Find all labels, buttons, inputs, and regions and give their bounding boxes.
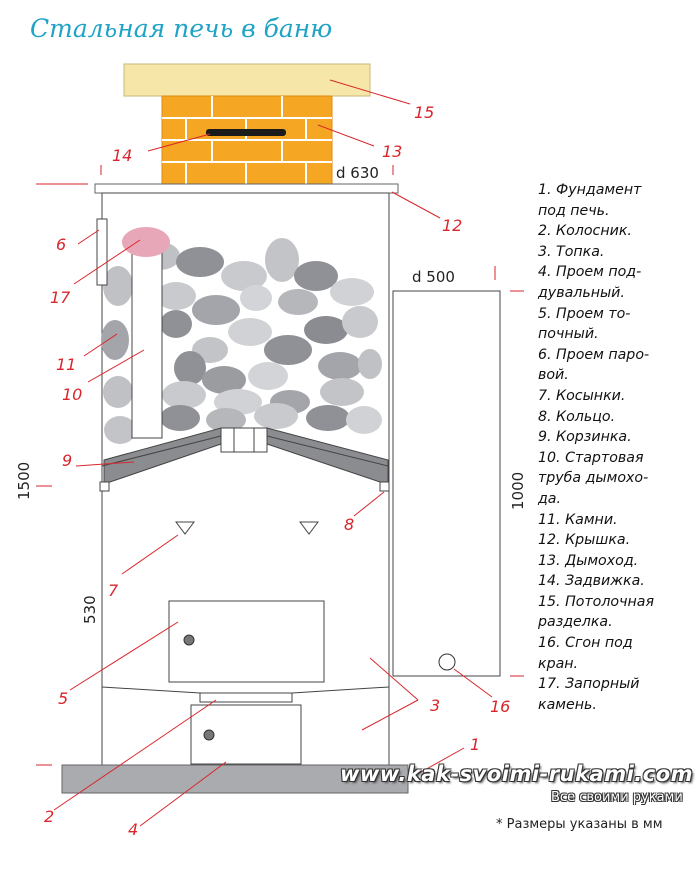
legend-line: 4. Проем под- <box>538 264 642 281</box>
legend-line: разделка. <box>538 614 613 631</box>
legend-line: 11. Камни. <box>538 511 618 528</box>
callout-10: 10 <box>62 385 82 404</box>
grate <box>199 692 293 703</box>
legend: 1. Фундамент под печь. 2. Колосник. 3. Т… <box>538 180 698 715</box>
foundation <box>61 764 409 794</box>
legend-line: 2. Колосник. <box>538 223 632 240</box>
legend-line: камень. <box>538 696 597 713</box>
watermark-tagline: Все своими руками <box>551 790 683 805</box>
ring-right <box>379 481 390 492</box>
legend-line: 7. Косынки. <box>538 387 626 404</box>
callout-17: 17 <box>50 288 71 307</box>
legend-line: 14. Задвижка. <box>538 573 645 590</box>
callout-13: 13 <box>382 142 402 161</box>
legend-line: кран. <box>538 655 579 672</box>
callout-2: 2 <box>44 807 54 826</box>
callout-1: 1 <box>470 735 480 754</box>
tap-union <box>438 653 456 671</box>
gusset-left <box>175 521 195 535</box>
steam-opening <box>96 218 108 286</box>
callout-7: 7 <box>108 581 119 600</box>
leader-lines <box>53 79 493 827</box>
legend-line: 9. Корзинка. <box>538 429 632 446</box>
ring-left <box>99 481 110 492</box>
callout-16: 16 <box>490 697 510 716</box>
legend-line: 12. Крышка. <box>538 532 631 549</box>
legend-line: 16. Сгон под <box>538 635 633 652</box>
firebox-door <box>168 600 325 683</box>
callout-4: 4 <box>128 820 138 839</box>
callout-numbers: 1 2 3 4 5 6 7 8 9 10 11 12 13 14 15 16 1… <box>44 103 510 839</box>
callout-11: 11 <box>56 355 76 374</box>
legend-line: под печь. <box>538 202 610 219</box>
callout-9: 9 <box>62 451 72 470</box>
legend-line: 8. Кольцо. <box>538 408 616 425</box>
stones <box>101 238 382 444</box>
callout-15: 15 <box>414 103 434 122</box>
callout-12: 12 <box>442 216 462 235</box>
dim-d500: d 500 <box>412 268 455 286</box>
chimney-bricks <box>161 95 333 185</box>
legend-line: 10. Стартовая <box>538 449 644 466</box>
watermark-site: www.kak-svoimi-rukami.com <box>340 762 694 786</box>
starter-pipe <box>131 251 163 439</box>
callout-8: 8 <box>344 515 354 534</box>
diagram-title: Стальная печь в баню <box>30 14 333 43</box>
dim-d630: d 630 <box>336 164 379 182</box>
legend-line: почный. <box>538 326 599 343</box>
legend-line: труба дымохо- <box>538 470 649 487</box>
legend-line: вой. <box>538 367 569 384</box>
callout-6: 6 <box>56 235 66 254</box>
ceiling-separation <box>123 63 371 97</box>
units-note: * Размеры указаны в мм <box>496 817 663 832</box>
legend-line: дувальный. <box>538 284 625 301</box>
callout-5: 5 <box>58 689 68 708</box>
stove-lid <box>94 183 399 194</box>
legend-line: 3. Топка. <box>538 243 605 260</box>
legend-line: 5. Проем то- <box>538 305 631 322</box>
lock-stone <box>122 227 170 257</box>
legend-line: 13. Дымоход. <box>538 552 639 569</box>
dim-1000: 1000 <box>509 472 527 510</box>
gusset-right <box>299 521 319 535</box>
legend-line: 15. Потолочная <box>538 593 655 610</box>
dim-530: 530 <box>81 595 99 624</box>
legend-line: да. <box>538 490 562 507</box>
callout-14: 14 <box>112 146 132 165</box>
basket <box>101 427 389 483</box>
legend-line: 1. Фундамент <box>538 182 642 198</box>
legend-line: 17. Запорный <box>538 676 640 693</box>
legend-line: 6. Проем паро- <box>538 346 650 363</box>
dim-1500: 1500 <box>15 462 33 500</box>
callout-3: 3 <box>430 696 440 715</box>
damper-slot <box>206 129 286 136</box>
water-tank <box>392 290 501 677</box>
